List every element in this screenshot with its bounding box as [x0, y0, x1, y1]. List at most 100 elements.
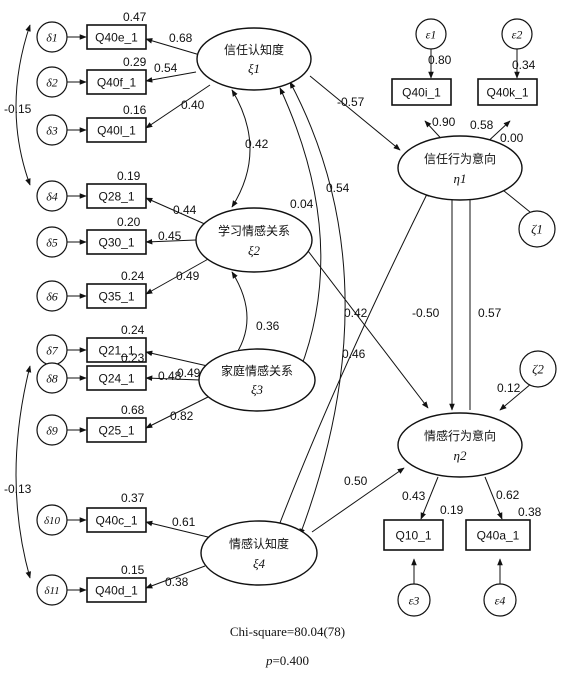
latent-eta2-symbol: η2 [454, 448, 467, 463]
sem-path-diagram: δ1 δ2 δ3 δ4 δ5 δ6 δ7 δ8 δ9 δ10 δ11 Q40e_… [4, 10, 557, 617]
latent-xi2: 学习情感关系 ξ2 [195, 207, 313, 273]
error-d10: δ10 [36, 504, 68, 536]
coef-load-q40a: 0.62 [496, 488, 520, 502]
coef-load-q10: 0.43 [402, 489, 426, 503]
load-xi3-q24 [145, 375, 201, 382]
latent-eta2: 情感行为意向 η2 [397, 412, 523, 478]
indicator-q35: Q35_1 [86, 283, 147, 309]
coef-r2-q35: 0.24 [121, 269, 145, 283]
disturbance-z2: ζ2 [519, 350, 557, 388]
coef-cor-xi1-xi3: 0.04 [290, 197, 314, 211]
load-xi2-q35 [145, 257, 211, 295]
indicator-q40e: Q40e_1 [86, 24, 147, 50]
coef-load-q35: 0.49 [176, 269, 200, 283]
error-d9-label: δ9 [46, 424, 58, 438]
coef-load-q40l: 0.40 [181, 98, 205, 112]
error-d3-label: δ3 [46, 124, 58, 138]
latent-xi1-name: 信任认知度 [224, 42, 284, 57]
cov-d8-d11 [15, 365, 32, 579]
cor-xi1-xi4 [289, 81, 346, 536]
latent-xi3-name: 家庭情感关系 [221, 363, 293, 378]
error-e3-label: ε3 [409, 594, 420, 608]
indicator-q40c: Q40c_1 [86, 507, 147, 533]
load-xi2-q30 [145, 238, 197, 245]
error-d7: δ7 [36, 334, 68, 366]
indicator-q30-label: Q30_1 [98, 236, 134, 250]
coef-load-q40f: 0.54 [154, 61, 178, 75]
coef-r2-q40f: 0.29 [123, 55, 147, 69]
indicator-q10: Q10_1 [383, 519, 444, 551]
indicator-q40c-label: Q40c_1 [95, 514, 137, 528]
coef-cor-xi1-xi2: 0.42 [245, 137, 269, 151]
coef-z2-eta2: 0.12 [497, 381, 521, 395]
indicators-left: Q40e_1 Q40f_1 Q40l_1 Q28_1 Q30_1 Q35_1 Q… [86, 24, 147, 603]
indicator-q10-label: Q10_1 [395, 529, 431, 543]
latent-xi4-symbol: ξ4 [253, 556, 266, 571]
coef-load-q28: 0.44 [173, 203, 197, 217]
coef-cov-d1-d4: -0.15 [4, 102, 32, 116]
load-xi1-q40l [145, 84, 211, 129]
coef-r2-q40i: 0.80 [428, 53, 452, 67]
latent-eta2-name: 情感行为意向 [424, 428, 496, 443]
load-xi3-q21 [145, 350, 213, 368]
cor-xi2-xi3 [231, 271, 248, 361]
p-symbol: p [265, 653, 273, 668]
indicator-q24-label: Q24_1 [98, 372, 134, 386]
error-e3: ε3 [397, 583, 431, 617]
coef-r2-q40k: 0.34 [512, 58, 536, 72]
path-xi4-eta1 [277, 189, 430, 529]
error-e2: ε2 [501, 18, 533, 50]
coef-cor-xi2-xi3: 0.36 [256, 319, 280, 333]
error-terms-left: δ1 δ2 δ3 δ4 δ5 δ6 δ7 δ8 δ9 δ10 δ11 [36, 21, 68, 606]
load-eta2-q10 [420, 476, 439, 520]
indicator-q40f-label: Q40f_1 [97, 76, 137, 90]
coefficient-labels: 0.47 0.29 0.16 0.19 0.20 0.24 0.24 0.23 … [4, 10, 542, 589]
indicator-q25-label: Q25_1 [98, 424, 134, 438]
error-d8-label: δ8 [46, 372, 58, 386]
latent-xi1: 信任认知度 ξ1 [196, 27, 312, 91]
coef-r2-q10: 0.19 [440, 503, 464, 517]
latent-xi2-name: 学习情感关系 [218, 223, 290, 238]
disturbance-z2-label: ζ2 [532, 362, 544, 377]
latent-xi2-symbol: ξ2 [248, 243, 261, 258]
coef-r2-q25: 0.68 [121, 403, 145, 417]
error-d1: δ1 [36, 21, 68, 53]
error-d2: δ2 [36, 66, 68, 98]
load-xi1-q40e [145, 38, 201, 56]
coef-load-q40k: 0.58 [470, 118, 494, 132]
latent-eta1-name: 信任行为意向 [424, 151, 496, 166]
coef-r2-q40e: 0.47 [123, 10, 147, 24]
coef-load-q40i: 0.90 [432, 115, 456, 129]
cov-d1-d4 [15, 24, 31, 186]
latent-xi4: 情感认知度 ξ4 [200, 520, 318, 586]
latent-xi1-symbol: ξ1 [248, 61, 260, 76]
error-e4-label: ε4 [495, 594, 506, 608]
error-d7-label: δ7 [46, 344, 59, 358]
coef-load-q30: 0.45 [158, 229, 182, 243]
error-d11-label: δ11 [44, 585, 59, 597]
coef-load-q40d: 0.38 [165, 575, 189, 589]
error-terms-right: ε1 ε2 ε3 ε4 ζ1 ζ2 [397, 18, 557, 617]
error-d2-label: δ2 [46, 76, 58, 90]
coef-r2-q30: 0.20 [117, 215, 141, 229]
error-d4-label: δ4 [46, 190, 58, 204]
coef-load-q21: 0.49 [177, 366, 201, 380]
load-xi2-q28 [145, 197, 208, 226]
error-d4: δ4 [36, 180, 68, 212]
load-xi4-q40d [145, 565, 206, 589]
coef-path-xi4-eta1: 0.46 [342, 347, 366, 361]
path-xi2-eta2 [304, 246, 429, 409]
coef-path-xi4-eta2: 0.50 [344, 474, 368, 488]
indicator-q40k-label: Q40k_1 [486, 86, 528, 100]
disturbance-z1-label: ζ1 [531, 222, 543, 237]
indicator-q40d: Q40d_1 [86, 577, 147, 603]
coef-r2-q24: 0.23 [121, 351, 145, 365]
indicator-q40d-label: Q40d_1 [95, 584, 138, 598]
coef-r2-q28: 0.19 [117, 169, 141, 183]
coef-load-q24: 0.48 [158, 369, 182, 383]
error-e2-label: ε2 [512, 28, 523, 42]
indicator-q30: Q30_1 [86, 229, 147, 255]
fit-chi-square: Chi-square=80.04(78) [229, 624, 346, 639]
coef-path-xi1-eta1: -0.57 [337, 95, 365, 109]
path-xi4-eta2 [311, 467, 405, 533]
